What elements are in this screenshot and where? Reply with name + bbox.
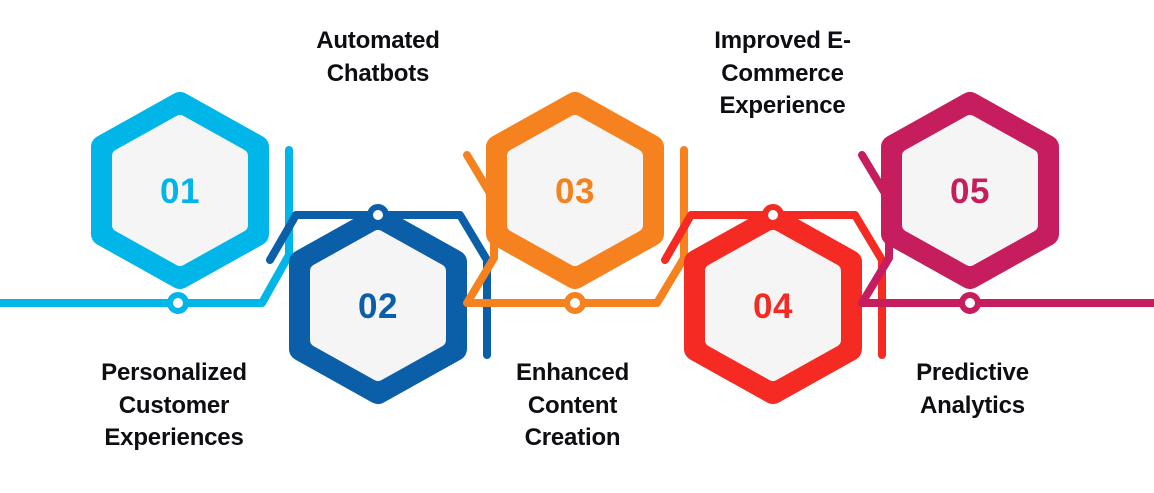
timeline-step-02[interactable]: 02: [266, 204, 491, 404]
rail-marker-04: [762, 204, 784, 226]
hex-number-04: 04: [753, 287, 793, 326]
hex-inner-02: [310, 230, 446, 381]
hex-inner-04: [705, 230, 841, 381]
hex-ring-01: [91, 92, 269, 289]
step-caption-03: Enhanced Content Creation: [515, 359, 630, 452]
timeline-step-04[interactable]: 04: [661, 204, 886, 404]
step-caption-05: Predictive Analytics: [916, 359, 1029, 419]
hex-number-03: 03: [555, 172, 595, 211]
timeline-step-03[interactable]: 03: [463, 92, 688, 314]
hex-number-01: 01: [160, 172, 200, 211]
step-caption-02: Automated Chatbots: [316, 27, 440, 87]
timeline-step-01[interactable]: 01: [0, 92, 293, 314]
connector-rail-01: [0, 146, 293, 307]
hex-inner-03: [507, 115, 643, 266]
hex-inner-05: [902, 115, 1038, 266]
hex-ring-04: [684, 207, 862, 404]
hex-inner-01: [112, 115, 248, 266]
step-caption-01: Personalized Customer Experiences: [101, 359, 247, 452]
hex-number-02: 02: [358, 287, 398, 326]
connector-rail-02: [266, 211, 491, 359]
step-caption-04: Improved E- Commerce Experience: [714, 27, 851, 120]
timeline-step-05[interactable]: 05: [858, 92, 1154, 314]
hex-ring-03: [486, 92, 664, 289]
rail-marker-01: [167, 292, 189, 314]
hex-number-05: 05: [950, 172, 990, 211]
rail-marker-05: [959, 292, 981, 314]
connector-rail-04: [661, 211, 886, 359]
hex-ring-05: [881, 92, 1059, 289]
rail-marker-03: [564, 292, 586, 314]
hex-ring-02: [289, 207, 467, 404]
rail-marker-02: [367, 204, 389, 226]
